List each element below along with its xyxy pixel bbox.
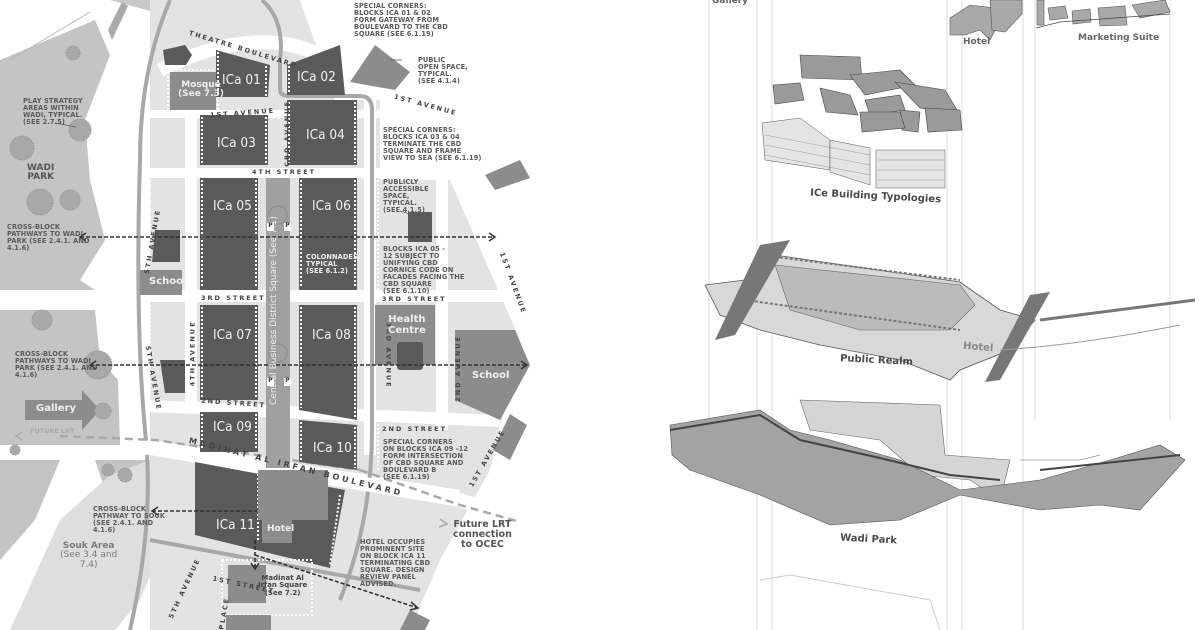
school-east-block: [455, 330, 530, 420]
parking-icon: P: [267, 377, 274, 386]
block-ica10: [299, 420, 357, 470]
note-publicly-accessible: PUBLICLY ACCESSIBLE SPACE, TYPICAL. (SEE…: [383, 178, 429, 214]
wadi-park-north: [0, 20, 110, 290]
note-special-corners-01-02: SPECIAL CORNERS: BLOCKS ICA 01 & 02 FORM…: [354, 2, 448, 38]
note-cross-block-2: CROSS-BLOCK PATHWAYS TO WADI PARK (SEE 2…: [15, 350, 98, 379]
block-label-ica08: ICa 08: [312, 327, 351, 343]
block-label-ica06: ICa 06: [312, 198, 351, 214]
wadi-park-label: WADI PARK: [27, 163, 55, 183]
health-centre-label: Health Centre: [388, 314, 426, 336]
fifth-avenue-road: [128, 0, 172, 630]
wadi-park-sw: [0, 460, 60, 560]
axo-label-gallery: Gallery: [712, 0, 749, 6]
public-realm-layer: [704, 240, 1196, 382]
block-label-ica03: ICa 03: [217, 135, 256, 151]
block-ica07: [200, 305, 258, 400]
mosque-label: Mosque (See 7.3): [178, 80, 224, 100]
top-buildings: [949, 0, 1171, 41]
cbd-avenue-road: [260, 0, 374, 601]
block-ica01: [216, 50, 270, 97]
souk-area: [10, 460, 165, 630]
note-public-open-space: PUBLIC OPEN SPACE, TYPICAL. (SEE 4.1.4): [418, 56, 468, 85]
block-label-ica01: ICa 01: [222, 72, 261, 88]
school-west-label: School: [149, 276, 187, 287]
note-cross-block-1: CROSS-BLOCK PATHWAYS TO WADI PARK (SEE 2…: [7, 223, 90, 252]
block-label-ica09: ICa 09: [213, 419, 252, 435]
school-west-block: [140, 270, 182, 295]
madinat-square: [228, 565, 266, 603]
street-second-street-east: 2ND STREET: [382, 425, 448, 433]
block-label-ica11: ICa 11: [216, 517, 255, 533]
souk-area-label: Souk Area (See 3.4 and 7.4): [60, 541, 118, 570]
note-special-corners-03-04: SPECIAL CORNERS: BLOCKS ICA 03 & 04 TERM…: [383, 126, 482, 162]
street-fourth-street: 4TH STREET: [252, 168, 317, 176]
mosque-block: [170, 72, 216, 110]
block-ica03: [200, 115, 268, 165]
block-label-ica07: ICa 07: [213, 327, 252, 343]
hotel-block: [262, 515, 292, 543]
note-blocks-05-12: BLOCKS ICA 05 - 12 SUBJECT TO UNIFYING C…: [383, 245, 465, 295]
site-plan-map: [0, 0, 530, 630]
typology-light-buildings: [761, 117, 946, 189]
block-label-ica02: ICa 02: [297, 69, 336, 85]
note-play-strategy: PLAY STRATEGY AREAS WITHIN WADI, TYPICAL…: [23, 97, 83, 126]
typology-dark-buildings: [772, 54, 963, 133]
axo-label-marketing-suite: Marketing Suite: [1078, 33, 1160, 43]
gallery-label: Gallery: [36, 403, 77, 414]
hotel-label: Hotel: [267, 524, 295, 534]
ica-blocks: [195, 45, 357, 568]
parking-icon: P: [284, 222, 291, 231]
block-ica06: [299, 178, 357, 290]
gallery-block: [25, 390, 100, 430]
street-third-street-east: 3RD STREET: [382, 295, 447, 303]
wadi-park-layer: [669, 399, 1186, 526]
block-ica05: [200, 178, 258, 290]
street-third-street-west: 3RD STREET: [201, 294, 266, 302]
school-east-label: School: [472, 370, 510, 381]
block-label-ica10: ICa 10: [313, 440, 352, 456]
madinat-square-label: Madinat Al Irfan Square (See 7.2): [258, 574, 308, 597]
note-hotel-occupies: HOTEL OCCUPIES PROMINENT SITE ON BLOCK I…: [360, 538, 431, 588]
parking-icon: P: [284, 377, 291, 386]
block-label-ica05: ICa 05: [213, 198, 252, 214]
note-cross-block-souk: CROSS-BLOCK PATHWAY TO SOUK (SEE 2.4.1. …: [93, 505, 166, 534]
note-special-corners-09-12: SPECIAL CORNERS ON BLOCKS ICA 09 -12 FOR…: [383, 438, 469, 481]
lrt-connection-label: Future LRT connection to OCEC: [453, 519, 512, 550]
axo-label-hotel-top: Hotel: [963, 37, 991, 47]
note-colonnades: COLONNADES, TYPICAL (SEE 6.1.2): [306, 253, 361, 275]
public-open-space: [350, 45, 410, 90]
parking-icon: P: [267, 222, 274, 231]
block-ica02: [287, 45, 345, 95]
future-lrt-line: [59, 434, 361, 472]
block-ica08: [299, 305, 357, 420]
block-ica04: [287, 100, 357, 165]
block-ica09: [200, 412, 258, 452]
future-lrt-label: FUTURE LRT: [30, 427, 75, 435]
block-label-ica04: ICa 04: [306, 127, 345, 143]
